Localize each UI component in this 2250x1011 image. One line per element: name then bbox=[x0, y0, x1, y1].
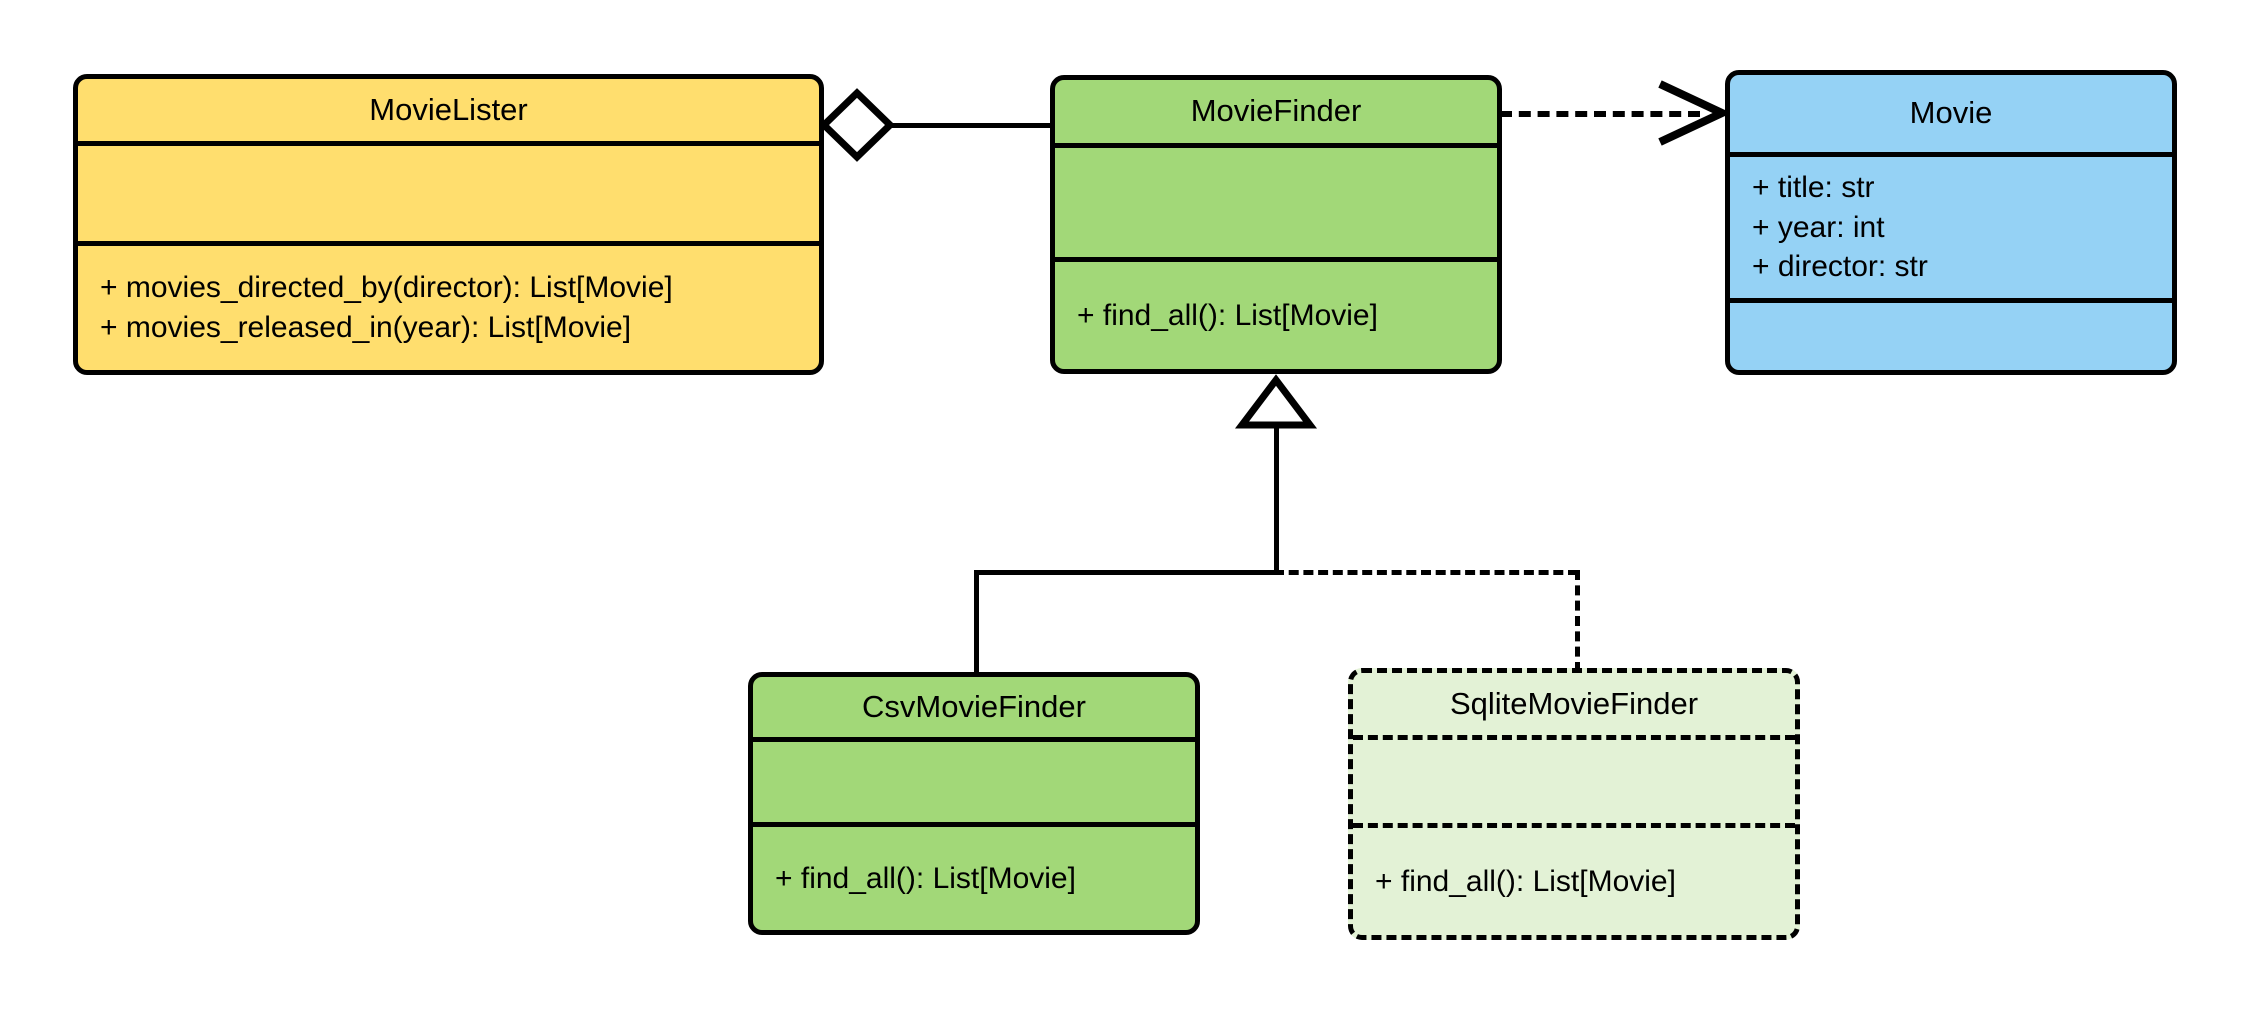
dependency-line-finder-movie[interactable] bbox=[1500, 111, 1700, 117]
class-attributes-compartment bbox=[78, 141, 819, 241]
class-title-compartment: MovieFinder bbox=[1055, 80, 1497, 143]
method-line: + find_all(): List[Movie] bbox=[775, 861, 1076, 895]
generalization-bus-solid bbox=[974, 570, 1277, 575]
class-title-compartment: CsvMovieFinder bbox=[753, 677, 1195, 737]
class-name-sqlite-movie-finder: SqliteMovieFinder bbox=[1449, 685, 1699, 721]
generalization-bus-dashed bbox=[1274, 570, 1578, 575]
class-box-movie[interactable]: Movie + title: str + year: int + directo… bbox=[1725, 70, 2177, 375]
class-methods-compartment: + find_all(): List[Movie] bbox=[1055, 257, 1497, 369]
class-attributes-compartment: + title: str + year: int + director: str bbox=[1730, 152, 2172, 298]
attribute-line: + year: int bbox=[1752, 210, 1885, 244]
aggregation-diamond-icon bbox=[818, 88, 896, 162]
class-box-movie-finder[interactable]: MovieFinder + find_all(): List[Movie] bbox=[1050, 75, 1502, 374]
class-methods-compartment: + find_all(): List[Movie] bbox=[753, 822, 1195, 930]
method-line: + movies_directed_by(director): List[Mov… bbox=[100, 271, 673, 305]
class-box-movie-lister[interactable]: MovieLister + movies_directed_by(directo… bbox=[73, 74, 824, 375]
class-title-compartment: MovieLister bbox=[78, 79, 819, 141]
class-methods-compartment bbox=[1730, 298, 2172, 370]
class-box-sqlite-movie-finder[interactable]: SqliteMovieFinder + find_all(): List[Mov… bbox=[1348, 668, 1800, 940]
class-title-compartment: SqliteMovieFinder bbox=[1353, 673, 1795, 735]
class-name-movie-lister: MovieLister bbox=[369, 91, 528, 127]
class-box-csv-movie-finder[interactable]: CsvMovieFinder + find_all(): List[Movie] bbox=[748, 672, 1200, 935]
method-line: + find_all(): List[Movie] bbox=[1077, 298, 1378, 332]
class-title-compartment: Movie bbox=[1730, 75, 2172, 152]
class-attributes-compartment bbox=[1353, 735, 1795, 823]
class-attributes-compartment bbox=[753, 737, 1195, 822]
class-name-movie-finder: MovieFinder bbox=[1190, 93, 1362, 129]
class-attributes-compartment bbox=[1055, 143, 1497, 257]
method-line: + movies_released_in(year): List[Movie] bbox=[100, 311, 632, 344]
class-name-movie: Movie bbox=[1909, 95, 1993, 131]
method-line: + find_all(): List[Movie] bbox=[1375, 864, 1676, 898]
generalization-drop-sqlite bbox=[1575, 570, 1580, 672]
class-name-csv-movie-finder: CsvMovieFinder bbox=[862, 688, 1086, 724]
attribute-line: + title: str bbox=[1752, 171, 1875, 205]
class-methods-compartment: + find_all(): List[Movie] bbox=[1353, 823, 1795, 935]
class-methods-compartment: + movies_directed_by(director): List[Mov… bbox=[78, 241, 819, 370]
aggregation-line-lister-finder[interactable] bbox=[886, 123, 1054, 128]
attribute-line: + director: str bbox=[1752, 250, 1928, 284]
generalization-stem bbox=[1274, 418, 1279, 573]
generalization-drop-csv bbox=[974, 570, 979, 675]
